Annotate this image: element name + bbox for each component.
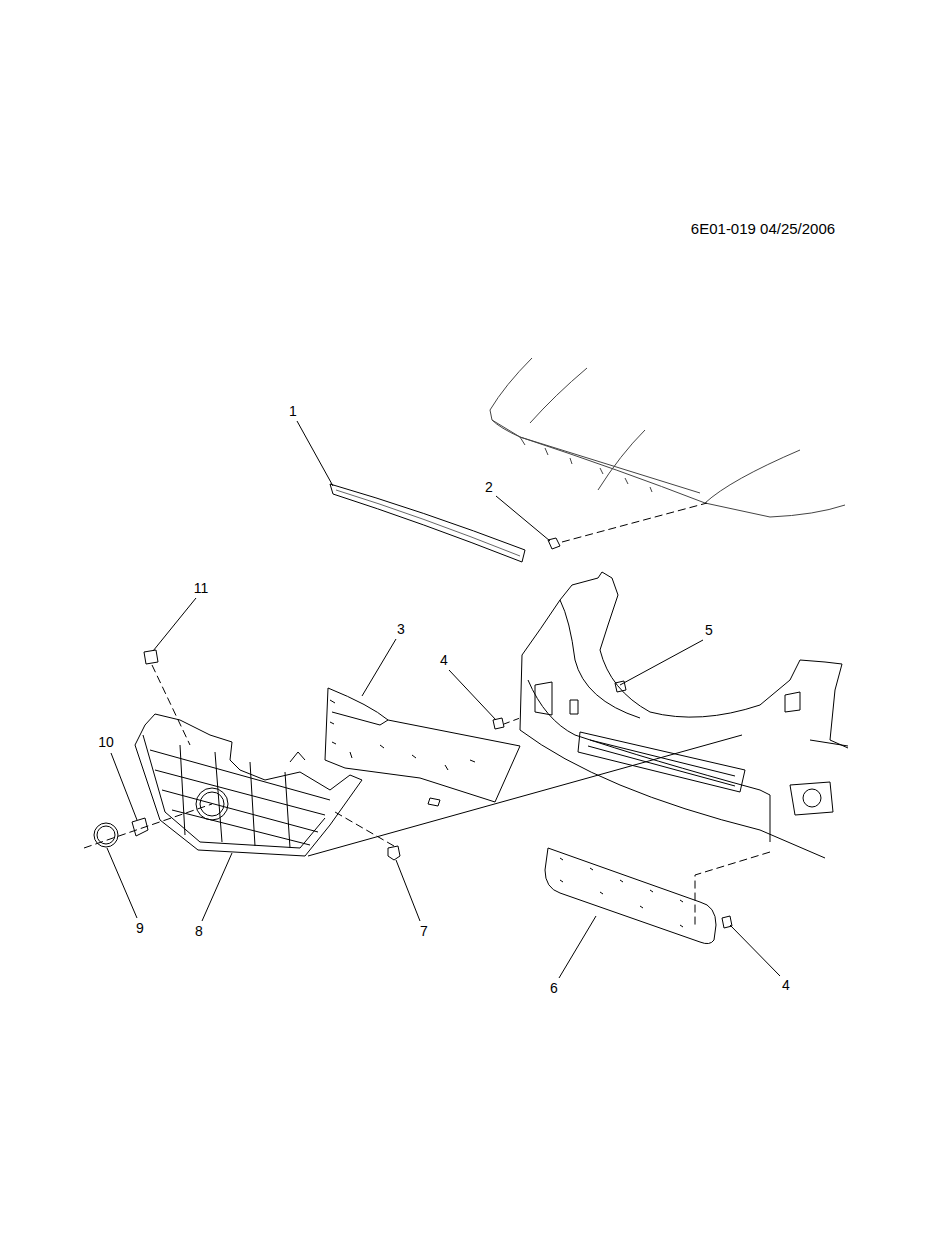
- callout-number: 10: [97, 734, 115, 750]
- push-pin: [144, 650, 158, 664]
- callout-number: 4: [439, 652, 449, 668]
- lower-grille-panel: [545, 848, 716, 944]
- hood-outline: [490, 358, 845, 517]
- clip: [548, 538, 560, 549]
- callout-number: 9: [135, 920, 145, 936]
- push-pin: [388, 846, 400, 860]
- leader-lines: [107, 421, 780, 978]
- callout-number: 2: [484, 479, 494, 495]
- callout-number: 6: [549, 980, 559, 996]
- callout-number: 5: [704, 622, 714, 638]
- callout-number: 3: [396, 621, 406, 637]
- drawing-number: 6E01-019 04/25/2006: [690, 220, 836, 237]
- callout-number: 11: [193, 580, 210, 596]
- hood-molding: [330, 484, 525, 562]
- callout-number: 8: [194, 923, 204, 939]
- clip: [493, 718, 504, 729]
- front-fascia: [520, 572, 848, 858]
- grille: [135, 714, 362, 856]
- callout-number: 7: [419, 923, 429, 939]
- callout-number: 1: [288, 403, 298, 419]
- grille-shield: [325, 688, 520, 806]
- callout-number: 4: [781, 977, 791, 993]
